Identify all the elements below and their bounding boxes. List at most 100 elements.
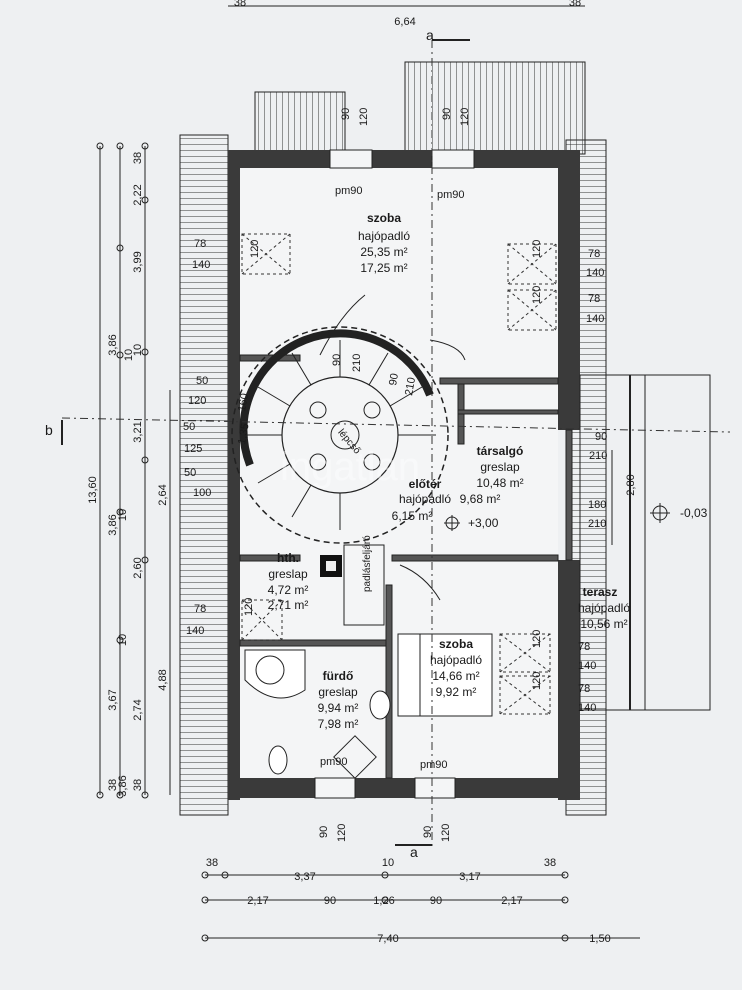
svg-text:7,98 m²: 7,98 m²	[318, 717, 359, 731]
svg-text:78: 78	[578, 641, 590, 653]
svg-text:2,80: 2,80	[625, 474, 637, 495]
svg-text:hajópadló: hajópadló	[358, 229, 410, 243]
watermark: ingatlan	[280, 445, 420, 489]
svg-text:hth.: hth.	[277, 551, 299, 565]
svg-text:6,15 m²: 6,15 m²	[392, 509, 433, 523]
svg-text:90: 90	[331, 354, 343, 366]
svg-text:38: 38	[234, 0, 246, 9]
svg-text:2,22: 2,22	[132, 184, 144, 205]
svg-text:78: 78	[194, 238, 206, 250]
pm90-top-left: pm90	[335, 185, 363, 197]
svg-text:140: 140	[586, 267, 604, 279]
bottom-room-furniture	[397, 633, 493, 717]
section-b-left: b	[45, 422, 53, 438]
svg-text:120: 120	[531, 286, 543, 304]
dimension-lines	[99, 5, 640, 939]
svg-text:90: 90	[318, 826, 330, 838]
svg-text:160: 160	[236, 392, 251, 412]
svg-text:90: 90	[340, 108, 352, 120]
svg-text:4,72 m²: 4,72 m²	[268, 583, 309, 597]
svg-text:210: 210	[588, 518, 606, 530]
room-farsalgo: társalgó greslap 10,48 m²	[476, 444, 523, 490]
svg-text:38: 38	[132, 779, 144, 791]
svg-text:10,56 m²: 10,56 m²	[580, 617, 627, 631]
svg-text:180: 180	[588, 499, 606, 511]
svg-text:210: 210	[403, 376, 418, 396]
svg-text:1,35: 1,35	[236, 422, 252, 445]
svg-text:90: 90	[422, 826, 434, 838]
svg-text:10: 10	[132, 344, 144, 356]
svg-text:3,17: 3,17	[459, 871, 480, 883]
pm90-bottom-left: pm90	[320, 756, 348, 768]
svg-text:fürdő: fürdő	[323, 669, 354, 683]
bath-fixtures	[244, 649, 391, 779]
svg-text:2,64: 2,64	[157, 484, 169, 505]
svg-text:2,60: 2,60	[132, 557, 144, 578]
svg-text:4,88: 4,88	[157, 669, 169, 690]
svg-text:greslap: greslap	[480, 460, 520, 474]
svg-text:140: 140	[578, 702, 596, 714]
top-left-balcony	[254, 91, 346, 155]
svg-text:3,86: 3,86	[107, 334, 119, 355]
svg-text:210: 210	[589, 450, 607, 462]
svg-text:előtér: előtér	[409, 477, 442, 491]
svg-text:10: 10	[117, 509, 129, 521]
room-furdo: fürdő greslap 9,94 m² 7,98 m²	[318, 669, 359, 731]
svg-text:120: 120	[440, 824, 452, 842]
svg-text:2,17: 2,17	[501, 895, 522, 907]
svg-text:2,74: 2,74	[132, 699, 144, 720]
svg-text:90: 90	[430, 895, 442, 907]
svg-text:6,64: 6,64	[394, 16, 415, 28]
svg-text:3,99: 3,99	[132, 251, 144, 272]
pm90-top-right: pm90	[437, 189, 465, 201]
svg-text:25,35 m²: 25,35 m²	[360, 245, 407, 259]
svg-text:38: 38	[132, 152, 144, 164]
svg-text:120: 120	[531, 672, 543, 690]
svg-text:3,67: 3,67	[107, 689, 119, 710]
svg-text:1,26: 1,26	[373, 895, 394, 907]
svg-text:17,25 m²: 17,25 m²	[360, 261, 407, 275]
svg-text:140: 140	[578, 660, 596, 672]
svg-text:120: 120	[531, 240, 543, 258]
svg-text:38: 38	[206, 857, 218, 869]
svg-text:hajópadló: hajópadló	[399, 492, 451, 506]
attic-label: padlásfeljáró	[362, 535, 373, 592]
svg-text:3,21: 3,21	[132, 421, 144, 442]
svg-text:120: 120	[358, 108, 370, 126]
svg-text:13,60: 13,60	[87, 476, 99, 504]
room-szoba-bottom: szoba hajópadló 14,66 m² 9,92 m²	[430, 637, 482, 699]
svg-text:10: 10	[117, 634, 129, 646]
level-inner: +3,00	[468, 516, 499, 530]
svg-text:szoba: szoba	[367, 211, 401, 225]
room-eloter: előtér hajópadló 9,68 m² 6,15 m²	[392, 477, 501, 523]
svg-text:210: 210	[351, 354, 363, 372]
svg-text:78: 78	[194, 603, 206, 615]
svg-text:greslap: greslap	[268, 567, 308, 581]
svg-text:90: 90	[441, 108, 453, 120]
svg-text:38: 38	[107, 779, 119, 791]
svg-text:3,86: 3,86	[117, 775, 129, 796]
svg-text:78: 78	[588, 293, 600, 305]
svg-text:3,37: 3,37	[294, 871, 315, 883]
section-a-top: a	[426, 27, 434, 43]
section-a-bottom: a	[410, 844, 418, 860]
svg-text:9,94 m²: 9,94 m²	[318, 701, 359, 715]
svg-text:1,50: 1,50	[589, 933, 610, 945]
svg-text:38: 38	[569, 0, 581, 9]
dimension-labels: 38 6,64 38 13,60 38 2,22 3,99 3,21 2,64 …	[87, 0, 637, 945]
svg-text:2,17: 2,17	[247, 895, 268, 907]
svg-text:140: 140	[586, 313, 604, 325]
stair-strip	[343, 544, 385, 626]
svg-text:terasz: terasz	[583, 585, 618, 599]
svg-text:78: 78	[588, 248, 600, 260]
left-eaves	[179, 134, 229, 816]
svg-text:100: 100	[193, 487, 211, 499]
svg-text:9,92 m²: 9,92 m²	[436, 685, 477, 699]
svg-text:140: 140	[186, 625, 204, 637]
svg-text:90: 90	[324, 895, 336, 907]
svg-text:hajópadló: hajópadló	[430, 653, 482, 667]
svg-text:greslap: greslap	[318, 685, 358, 699]
top-right-balcony	[404, 61, 586, 155]
svg-text:90: 90	[387, 372, 401, 386]
svg-text:38: 38	[544, 857, 556, 869]
